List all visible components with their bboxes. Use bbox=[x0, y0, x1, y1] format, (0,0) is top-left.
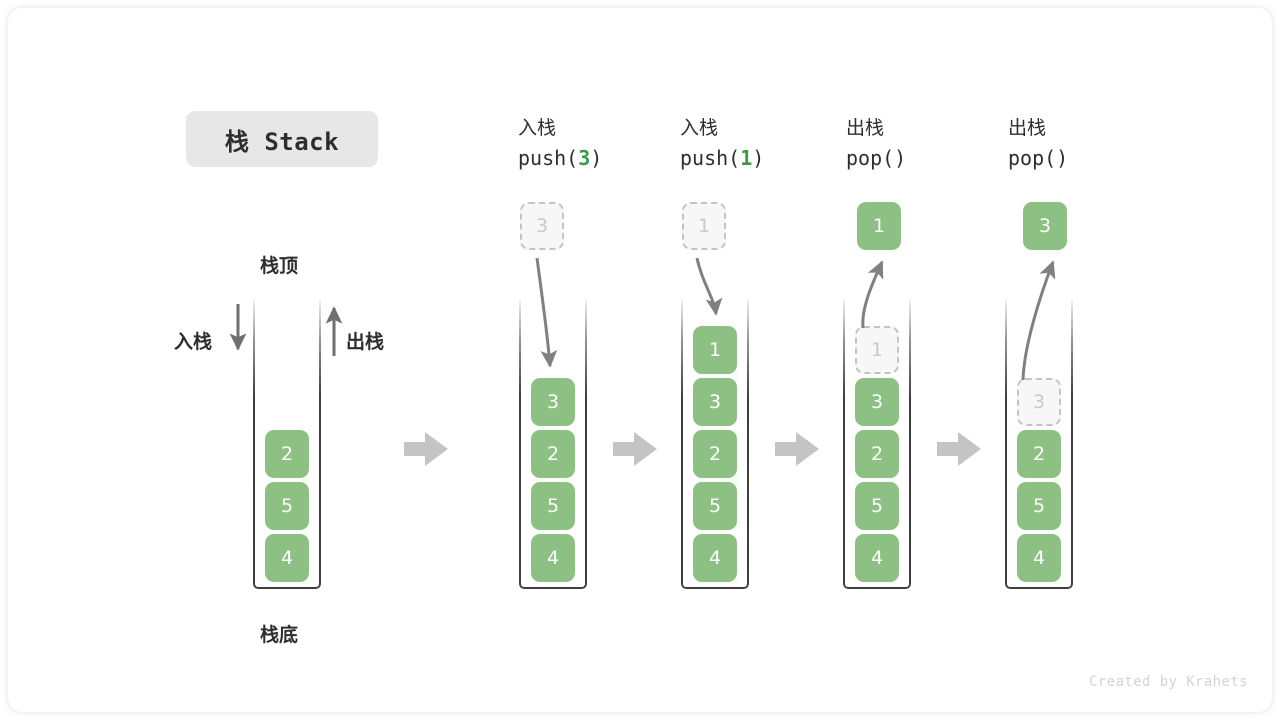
stack-cell: 3 bbox=[531, 378, 575, 426]
diagram-card: 栈 Stack 栈顶 栈底 入栈 出栈 2 5 4 入栈 push(3) 3 3… bbox=[8, 8, 1272, 712]
heading-code-suffix: ) bbox=[1056, 146, 1069, 171]
column-heading-pop-1: 出栈 pop() bbox=[846, 114, 906, 174]
stack-cell: 5 bbox=[1017, 482, 1061, 530]
stack-cell: 5 bbox=[531, 482, 575, 530]
label-stack-bottom: 栈底 bbox=[260, 624, 299, 646]
diagram-title-chip: 栈 Stack bbox=[186, 111, 378, 167]
stack-cell: 5 bbox=[855, 482, 899, 530]
heading-code-suffix: ) bbox=[894, 146, 907, 171]
diagram-canvas: 栈 Stack 栈顶 栈底 入栈 出栈 2 5 4 入栈 push(3) 3 3… bbox=[8, 8, 1272, 712]
stack-container-push-3 bbox=[519, 299, 587, 589]
heading-code-prefix: push( bbox=[680, 146, 741, 171]
stack-cell: 4 bbox=[531, 534, 575, 582]
stack-cell: 2 bbox=[265, 430, 309, 478]
heading-code-prefix: push( bbox=[518, 146, 579, 171]
stack-container-pop-3 bbox=[1005, 299, 1073, 589]
column-heading-push-3: 入栈 push(3) bbox=[518, 114, 602, 174]
column-heading-push-1: 入栈 push(1) bbox=[680, 114, 764, 174]
flow-arrow bbox=[937, 432, 981, 466]
label-pop-side: 出栈 bbox=[346, 331, 385, 353]
stack-cell: 2 bbox=[1017, 430, 1061, 478]
credit-text: Created by Krahets bbox=[1089, 674, 1248, 690]
heading-code: pop() bbox=[1008, 143, 1068, 174]
flow-arrow bbox=[775, 432, 819, 466]
stack-cell: 4 bbox=[1017, 534, 1061, 582]
stack-container-pop-1 bbox=[843, 299, 911, 589]
stack-container-initial bbox=[253, 299, 321, 589]
stack-cell: 4 bbox=[693, 534, 737, 582]
label-push-side: 入栈 bbox=[174, 331, 213, 353]
heading-code-suffix: ) bbox=[590, 146, 603, 171]
stack-cell: 4 bbox=[855, 534, 899, 582]
heading-cjk: 出栈 bbox=[846, 117, 885, 139]
stack-cell: 4 bbox=[265, 534, 309, 582]
stack-cell: 1 bbox=[693, 326, 737, 374]
heading-code: push(1) bbox=[680, 143, 764, 174]
stack-cell: 5 bbox=[265, 482, 309, 530]
heading-cjk: 入栈 bbox=[680, 117, 719, 139]
heading-code-arg: 1 bbox=[740, 146, 753, 171]
heading-code-prefix: pop( bbox=[1008, 146, 1057, 171]
heading-code-prefix: pop( bbox=[846, 146, 895, 171]
stack-cell-ghost: 3 bbox=[1017, 378, 1061, 426]
stack-cell: 2 bbox=[531, 430, 575, 478]
stack-cell: 3 bbox=[855, 378, 899, 426]
stack-container-push-1 bbox=[681, 299, 749, 589]
stack-cell: 2 bbox=[693, 430, 737, 478]
floating-ghost-cell: 1 bbox=[682, 202, 726, 250]
heading-code: pop() bbox=[846, 143, 906, 174]
stack-cell-ghost: 1 bbox=[855, 326, 899, 374]
heading-code: push(3) bbox=[518, 143, 602, 174]
flow-arrow bbox=[613, 432, 657, 466]
stack-cell: 5 bbox=[693, 482, 737, 530]
heading-cjk: 入栈 bbox=[518, 117, 557, 139]
stack-cell: 3 bbox=[693, 378, 737, 426]
heading-code-arg: 3 bbox=[578, 146, 591, 171]
column-heading-pop-3: 出栈 pop() bbox=[1008, 114, 1068, 174]
floating-popped-cell: 3 bbox=[1023, 202, 1067, 250]
floating-ghost-cell: 3 bbox=[520, 202, 564, 250]
floating-popped-cell: 1 bbox=[857, 202, 901, 250]
label-stack-top: 栈顶 bbox=[260, 255, 299, 277]
flow-arrow bbox=[404, 432, 448, 466]
heading-cjk: 出栈 bbox=[1008, 117, 1047, 139]
stack-cell: 2 bbox=[855, 430, 899, 478]
heading-code-suffix: ) bbox=[752, 146, 765, 171]
